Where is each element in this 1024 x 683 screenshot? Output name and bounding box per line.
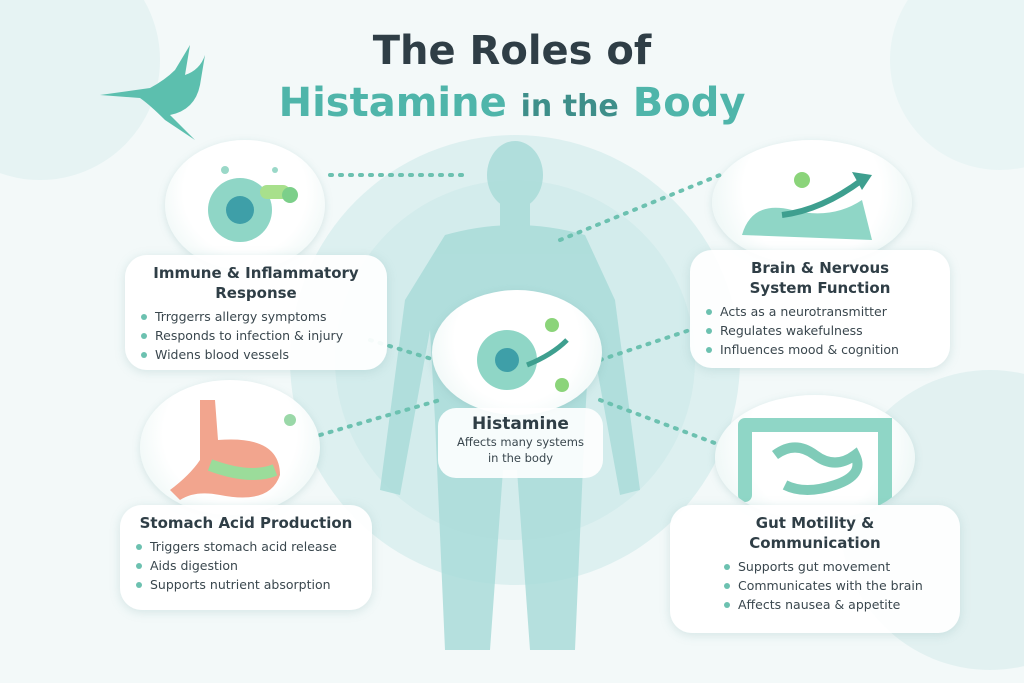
stomach-icon — [140, 380, 320, 515]
histamine-center-label: Histamine Affects many systems in the bo… — [438, 408, 603, 478]
list-item: Supports nutrient absorption — [134, 575, 358, 594]
list-item: Widens blood vessels — [139, 345, 373, 364]
immune-cell-icon — [165, 140, 325, 270]
gut-title-1: Gut Motility & — [755, 514, 875, 532]
brain-title-1: Brain & Nervous — [750, 259, 890, 277]
center-title: Histamine — [472, 414, 569, 434]
immune-title-1: Immune & Inflammatory — [153, 264, 359, 282]
list-item: Aids digestion — [134, 556, 358, 575]
brain-title-2: System Function — [749, 279, 891, 297]
title-line-1: The Roles of — [372, 28, 652, 74]
list-item: Communicates with the brain — [722, 576, 946, 595]
title-in-the: in the — [520, 89, 619, 124]
stomach-title: Stomach Acid Production — [139, 514, 353, 532]
title-histamine: Histamine — [278, 80, 507, 126]
histamine-molecule-icon — [432, 290, 602, 415]
list-item: Influences mood & cognition — [704, 340, 936, 359]
gut-motility-card: Gut Motility & Communication Supports gut… — [670, 505, 960, 633]
list-item: Trrggerrs allergy symptoms — [139, 307, 373, 326]
immune-title-2: Response — [215, 284, 297, 302]
center-subtitle-2: in the body — [487, 451, 554, 465]
brain-neuron-icon — [712, 140, 912, 265]
stomach-acid-card: Stomach Acid Production Triggers stomach… — [120, 505, 372, 610]
list-item: Responds to infection & injury — [139, 326, 373, 345]
title-line-2: Histamine in the Body — [0, 80, 1024, 126]
list-item: Affects nausea & appetite — [722, 595, 946, 614]
list-item: Supports gut movement — [722, 557, 946, 576]
list-item: Triggers stomach acid release — [134, 537, 358, 556]
title-body: Body — [632, 80, 746, 126]
list-item: Acts as a neurotransmitter — [704, 302, 936, 321]
center-subtitle-1: Affects many systems — [457, 435, 584, 449]
list-item: Regulates wakefulness — [704, 321, 936, 340]
gut-title-2: Communication — [749, 534, 881, 552]
hummingbird-logo — [100, 45, 205, 140]
intestines-icon — [715, 395, 915, 520]
